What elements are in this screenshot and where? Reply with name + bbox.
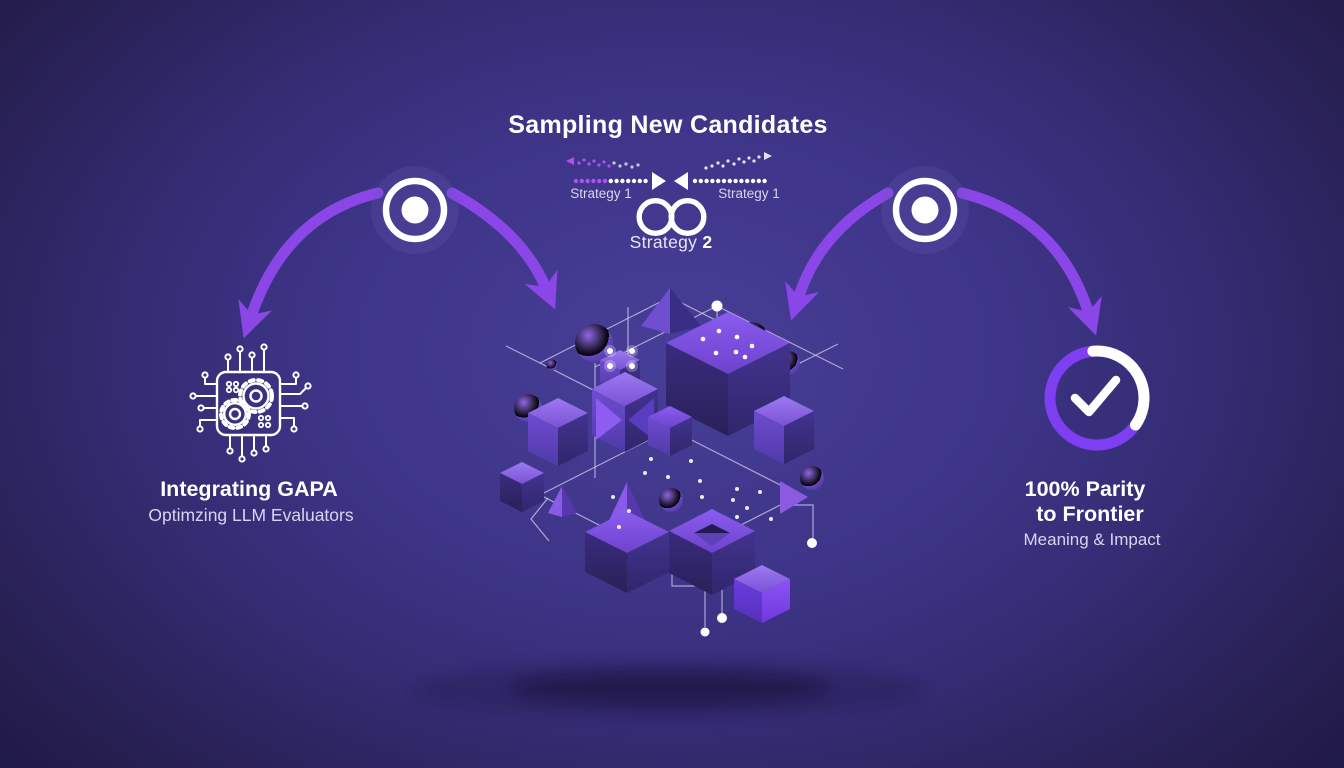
flow-node-right — [881, 166, 969, 254]
checkmark-icon — [1070, 375, 1121, 417]
strategy-2-label: Strategy 2 — [630, 232, 713, 253]
page-title: Sampling New Candidates — [508, 111, 828, 139]
chip-gears-icon — [189, 343, 312, 463]
gear-icon — [238, 378, 274, 414]
strategy-1-left-label: Strategy 1 — [570, 186, 632, 201]
right-feature-subheading: Meaning & Impact — [1023, 530, 1161, 549]
gear-icon — [219, 398, 251, 430]
arrow-left-node-to-chip — [238, 187, 384, 339]
radio-target-node-icon — [892, 177, 958, 243]
ground-shadow — [415, 662, 925, 718]
play-left-icon — [674, 172, 688, 190]
strategy-2-word: Strategy — [629, 232, 703, 252]
radio-target-node-icon — [382, 177, 448, 243]
play-right-icon — [652, 172, 666, 190]
arrow-right-node-to-ring — [956, 187, 1102, 336]
curved-flow-arrows — [238, 187, 1102, 339]
right-feature-heading-line1: 100% Parity — [1024, 477, 1146, 501]
infinity-icon — [636, 197, 707, 236]
dotted-arrow-right — [674, 152, 772, 190]
arrow-right-node-to-center — [785, 187, 894, 321]
flow-node-left — [371, 166, 459, 254]
left-feature-subheading: Optimzing LLM Evaluators — [148, 505, 354, 525]
progress-ring-remainder — [1087, 345, 1150, 431]
arrow-left-node-to-center — [446, 187, 558, 310]
progress-ring-check-icon — [1044, 345, 1150, 451]
strategy-dotted-arrows — [566, 152, 772, 190]
right-feature-heading-line2: to Frontier — [1036, 502, 1144, 526]
strategy-1-right-label: Strategy 1 — [718, 186, 780, 201]
isometric-blocks-illustration — [500, 288, 844, 637]
left-feature-heading: Integrating GAPA — [160, 477, 338, 501]
strategy-2-number: 2 — [702, 232, 713, 252]
dotted-arrow-left — [566, 157, 666, 190]
